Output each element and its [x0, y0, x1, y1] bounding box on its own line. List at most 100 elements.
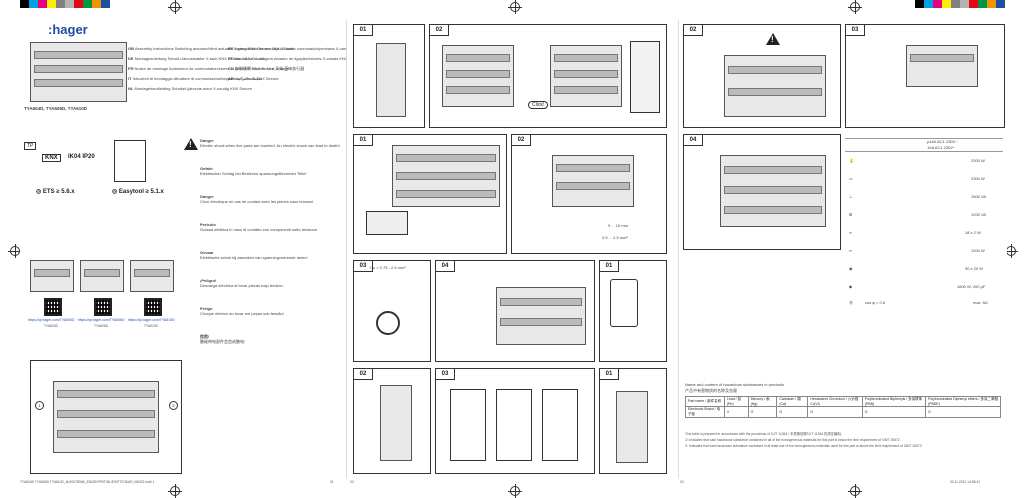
table-header: Part name / 部件名称 — [685, 396, 725, 407]
product-image — [30, 42, 127, 102]
load-row-icon: ◆ — [849, 284, 853, 289]
load-row-value: 30 x 20 W — [965, 266, 984, 271]
table-header: Hexavalent Chromium / 六价铬 Cr(VI) — [807, 396, 863, 407]
load-row-icon: ═ — [849, 230, 852, 235]
load-row-icon: ◉ — [849, 266, 853, 271]
step-box-r03: 03 — [845, 24, 1005, 128]
table-cell: O — [861, 406, 926, 418]
badge-ets: ◎ ETS ≥ 5.6.x — [36, 189, 75, 195]
step-number: 02 — [353, 368, 373, 380]
badge-easytool: ◎ Easytool ≥ 5.1.x — [112, 189, 164, 195]
warning-icon — [184, 138, 198, 150]
step-box-02a: 02 Click! — [429, 24, 667, 128]
load-row-value: 1200 W — [971, 248, 985, 253]
hazard-subtitle: 产品中有害物质的名称及含量 — [685, 388, 737, 393]
table-header: Lead / 铅 (Pb) — [723, 396, 749, 407]
technician-icon — [114, 140, 146, 182]
step-box-04: 04 — [435, 260, 595, 362]
hazard-title: Name and content of hazardous substances… — [685, 382, 784, 387]
click-label: Click! — [528, 101, 549, 109]
load-row-value: 1500 VA — [971, 194, 987, 199]
registration-mark — [508, 484, 522, 498]
registration-mark — [168, 0, 182, 14]
warning-es: ¡Peligro!Descarga eléctrica al tocar pie… — [200, 278, 284, 288]
step-number: 01 — [599, 260, 619, 272]
registration-mark — [1004, 244, 1018, 258]
step-box-01b: 01 — [353, 134, 507, 254]
table-header: Polybrominated Diphenyl ethers / 多溴二苯醚 (… — [924, 396, 1002, 407]
table-cell: O — [776, 406, 809, 418]
registration-mark — [508, 0, 522, 14]
lang-de: DE Montageanleitung Schalt-/Jalousieakto… — [128, 56, 264, 61]
product-models: TYA604D, TYA606D, TYA610D — [24, 106, 88, 111]
language-list: GB Assembly instructions Switching actua… — [128, 46, 386, 146]
step-box-03c: 03 — [435, 368, 595, 474]
table-cell: O — [807, 406, 863, 418]
footer-page-right: 03 — [680, 480, 684, 484]
page-right: 02 03 04 μ16A AC1 230V~ 10A AC1 230V~ 💡 … — [678, 20, 1007, 478]
footer-date: 30.11.2021 14:55:41 — [950, 480, 981, 484]
table-cell: X — [723, 406, 749, 418]
lang-pt: PT Manual de montagem Atuador de ligação… — [228, 56, 362, 61]
module-image-3 — [130, 260, 174, 292]
footer-left: TYA604D TYA606D TYA610D_6LE007895A_EN/DE… — [20, 480, 155, 484]
table-cell: Electronic Board / 电子板 — [685, 406, 725, 418]
step-box-r02: 02 — [683, 24, 841, 128]
qr-label-2: TYA606D — [94, 324, 109, 328]
load-header-2: 10A AC1 230V~ — [927, 145, 956, 150]
registration-mark — [168, 484, 182, 498]
qr-link-1[interactable]: https://qr.hager.com/TYA604D — [28, 318, 75, 322]
load-row-value: 2300 W — [971, 176, 985, 181]
step-box-01c: 01 — [599, 260, 667, 362]
step-box-02c: 02 — [353, 368, 431, 474]
module-image-1 — [30, 260, 74, 292]
lang-fr: FR Notice de montage Actionneur de commu… — [128, 66, 293, 71]
warning-icon — [766, 33, 780, 45]
qr-link-2[interactable]: https://qr.hager.com/TYA606D — [78, 318, 125, 322]
hazard-note-2: O: Indicates that said hazardous substan… — [685, 438, 901, 442]
qr-label-3: TYA610D — [144, 324, 159, 328]
step-box-03: 03 Cu = 0.75 - 2.5 mm² — [353, 260, 431, 362]
qr-code-2[interactable] — [94, 298, 112, 316]
table-row: Part name / 部件名称 Lead / 铅 (Pb) Mercury /… — [685, 396, 1002, 407]
load-row-value: 18 x 2 W — [965, 230, 981, 235]
qr-code-1[interactable] — [44, 298, 62, 316]
load-row-icon: ▭ — [849, 176, 853, 181]
lang-it: IT Istruzioni di montaggio Attuatore di … — [128, 76, 279, 81]
registration-mark — [848, 0, 862, 14]
step-number: 02 — [511, 134, 531, 146]
load-row-icon: ⊥ — [849, 194, 853, 199]
color-swatch-bar-left — [20, 0, 115, 8]
table-header: Polybrominated Biphenyls / 多溴联苯 (PBB) — [861, 396, 926, 407]
step-box-01d: 01 — [599, 368, 667, 474]
color-swatch-bar-right — [915, 0, 1010, 8]
wire-range: 0.5 ... 2.5 mm² — [602, 235, 628, 240]
table-cell: O — [747, 406, 778, 418]
hazard-note-3: X: Indicates that said hazardous substan… — [685, 444, 923, 448]
registration-mark — [848, 484, 862, 498]
load-row-value: cos φ = 0.6 — [865, 300, 886, 305]
qr-code-3[interactable] — [144, 298, 162, 316]
device-diagram: 1 2 — [30, 360, 182, 474]
lang-cn: CN 安装说明 KNX Secure 开关/百叶执行器 — [228, 66, 305, 71]
load-row-value: 1200 VA — [971, 212, 987, 217]
lang-nl: NL Montagehandleiding Schakel-/jaloezie-… — [128, 86, 253, 91]
step-number: 03 — [435, 368, 455, 380]
table-cell: O — [924, 406, 1002, 418]
step-box-01a: 01 — [353, 24, 425, 128]
load-row-icon: ═ — [849, 248, 852, 253]
step-number: 01 — [353, 24, 373, 36]
qr-label-1: TYA604D — [44, 324, 59, 328]
qr-link-3[interactable]: https://qr.hager.com/TYA610D — [128, 318, 175, 322]
load-row-icon: 💡 — [849, 158, 854, 163]
lang-es: ES Instrucciones de montaje Actuador con… — [228, 46, 386, 51]
table-row: Electronic Board / 电子板 X O O O O O — [685, 406, 1002, 418]
load-row-value: 2300 W — [971, 158, 985, 163]
brand-logo: :hager — [48, 22, 88, 37]
step-number: 04 — [683, 134, 703, 146]
